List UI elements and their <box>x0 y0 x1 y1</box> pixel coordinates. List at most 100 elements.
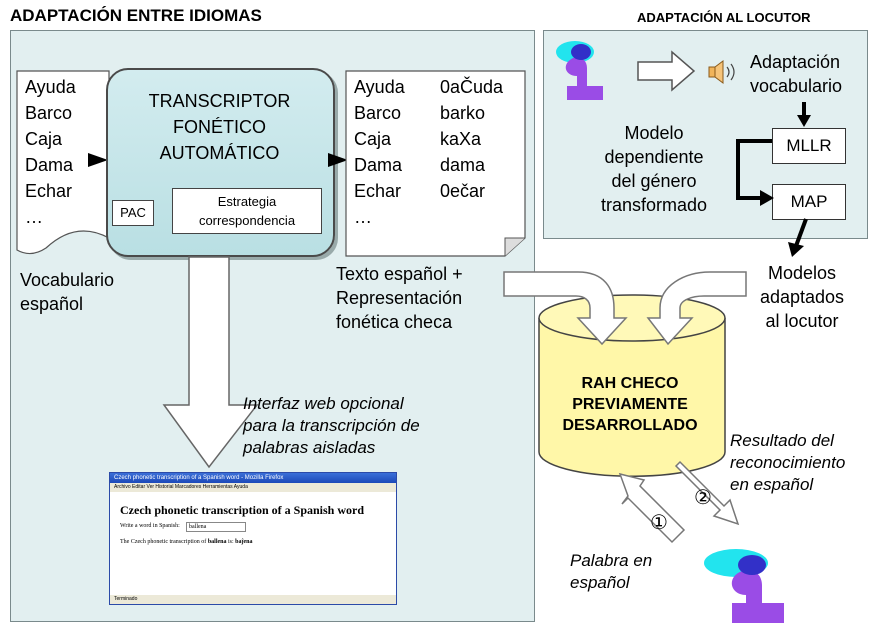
window-title: Czech phonetic transcription of a Spanis… <box>114 475 284 481</box>
window-menu: Archivo Editar Ver Historial Marcadores … <box>114 484 248 490</box>
vocabulary-caption: Vocabulario español <box>20 268 114 316</box>
czech-transcription: kaXa <box>440 129 482 149</box>
vocabulary-word: Dama <box>25 155 74 175</box>
vocabulary-document-shape <box>16 70 110 255</box>
map-box: MAP <box>772 184 846 220</box>
spanish-word: … <box>354 207 372 227</box>
web-interface-caption-line: palabras aisladas <box>243 438 376 457</box>
map-label: MAP <box>790 192 828 211</box>
gender-model-line: del género <box>611 171 697 191</box>
arrow-to-adapted-models <box>788 218 808 257</box>
database-label: RAH CHECO PREVIAMENTE DESARROLLADO <box>540 373 720 436</box>
web-result-is: is: <box>227 539 234 545</box>
spanish-word: Ayuda <box>354 77 405 97</box>
transcription-document-shape <box>345 70 526 257</box>
vocabulary-word: … <box>25 207 43 227</box>
vocabulary-word: Echar <box>25 181 73 201</box>
strategy-label-line: Estrategia <box>217 194 277 209</box>
transcriptor-title-line: FONÉTICO <box>173 117 266 137</box>
vocabulary-caption-line: español <box>20 294 84 314</box>
czech-transcription: 0ečar <box>440 181 486 201</box>
gender-model-label: Modelo dependiente del género transforma… <box>588 121 720 217</box>
spanish-word: Barco <box>354 103 402 123</box>
database-label-line: DESARROLLADO <box>562 417 698 434</box>
spanish-word-caption-line: español <box>570 573 630 592</box>
web-interface-arrow <box>162 256 259 469</box>
spanish-word-caption: Palabra en español <box>570 550 652 594</box>
vocabulary-list: Ayuda Barco Caja Dama Echar … <box>25 74 76 230</box>
word-input[interactable]: ballena <box>186 522 246 532</box>
web-result-word: ballena <box>207 539 227 545</box>
pac-label: PAC <box>120 205 146 220</box>
hollow-arrow-to-vocabulary <box>637 50 696 92</box>
gender-model-line: Modelo <box>624 123 684 143</box>
adapted-models-line: adaptados <box>759 287 845 307</box>
adapted-models-caption: Modelos adaptados al locutor <box>752 261 852 333</box>
loudspeaker-icon <box>708 60 735 84</box>
czech-transcription: dama <box>440 155 486 175</box>
transcribed-spanish-list: Ayuda Barco Caja Dama Echar … <box>354 74 405 230</box>
spanish-word: Dama <box>354 155 403 175</box>
web-interface-caption-line: Interfaz web opcional <box>243 394 404 413</box>
web-interface-caption: Interfaz web opcional para la transcripc… <box>243 393 420 459</box>
window-menu-bar: Archivo Editar Ver Historial Marcadores … <box>110 483 396 492</box>
vocabulary-word: Ayuda <box>25 77 76 97</box>
inputs-to-database-arrows <box>503 271 747 346</box>
cross-language-title: ADAPTACIÓN ENTRE IDIOMAS <box>10 6 262 25</box>
text-representation-line: fonética checa <box>336 312 453 332</box>
transcribed-czech-list: 0aČuda barko kaXa dama 0ečar <box>440 74 503 204</box>
transcriptor-title: TRANSCRIPTOR FONÉTICO AUTOMÁTICO <box>106 88 333 166</box>
strategy-box: Estrategia correspondencia <box>172 188 322 234</box>
spanish-word-caption-line: Palabra en <box>570 551 653 570</box>
text-representation-line: Texto español + <box>336 264 463 284</box>
mllr-label: MLLR <box>786 136 832 155</box>
strategy-label-line: correspondencia <box>198 213 296 228</box>
recognition-result-line: Resultado del <box>730 431 834 450</box>
transcriptor-title-line: TRANSCRIPTOR <box>148 91 291 111</box>
vocabulary-word: Caja <box>25 129 63 149</box>
arrow-out-of-transcriptor <box>328 153 348 167</box>
web-result-prefix: The Czech phonetic transcription of <box>120 539 207 545</box>
web-result-value: baĵena <box>235 539 253 545</box>
speaker-adaptation-title: ADAPTACIÓN AL LOCUTOR <box>637 10 811 25</box>
spanish-word: Echar <box>354 181 402 201</box>
recognition-result-line: reconocimiento <box>730 453 846 472</box>
speaker-person-icon <box>556 41 603 100</box>
step-marker-2: ② <box>694 487 712 509</box>
adapted-models-line: al locutor <box>765 311 839 331</box>
web-prompt: Write a word in Spanish: <box>120 523 180 529</box>
transcriptor-title-line: AUTOMÁTICO <box>159 143 280 163</box>
text-representation-caption: Texto español + Representación fonética … <box>336 262 463 334</box>
web-result: The Czech phonetic transcription of ball… <box>120 539 253 545</box>
database-label-line: RAH CHECO <box>581 375 679 392</box>
pac-box: PAC <box>112 200 154 226</box>
window-status-bar: Terminado <box>110 595 396 604</box>
arrow-to-mllr <box>797 102 811 127</box>
vocabulary-word: Barco <box>25 103 73 123</box>
spanish-word: Caja <box>354 129 392 149</box>
text-representation-line: Representación <box>336 288 463 308</box>
mllr-box: MLLR <box>772 128 846 164</box>
czech-transcription: 0aČuda <box>440 77 504 97</box>
recognition-exchange-arrows <box>618 460 740 544</box>
vocabulary-adaptation-line: Adaptación <box>750 52 841 72</box>
czech-transcription: barko <box>440 103 486 123</box>
window-title-bar: Czech phonetic transcription of a Spanis… <box>110 473 396 483</box>
window-status: Terminado <box>114 596 138 602</box>
gender-model-line: dependiente <box>604 147 704 167</box>
speaker-person-icon-bottom <box>704 549 784 623</box>
database-label-line: PREVIAMENTE <box>572 396 688 413</box>
vocabulary-adaptation-line: vocabulario <box>750 76 843 96</box>
web-page-heading: Czech phonetic transcription of a Spanis… <box>120 503 365 517</box>
arrow-into-transcriptor <box>88 153 108 167</box>
vocabulary-caption-line: Vocabulario <box>20 270 115 290</box>
adapted-models-line: Modelos <box>767 263 837 283</box>
window-body: Czech phonetic transcription of a Spanis… <box>110 492 396 604</box>
web-interface-caption-line: para la transcripción de <box>243 416 420 435</box>
recognition-result-caption: Resultado del reconocimiento en español <box>730 430 845 496</box>
step-marker-1: ① <box>650 512 668 534</box>
vocabulary-adaptation-label: Adaptación vocabulario <box>750 50 842 98</box>
mllr-to-map-arrow <box>736 139 774 206</box>
word-input-value: ballena <box>189 524 207 530</box>
